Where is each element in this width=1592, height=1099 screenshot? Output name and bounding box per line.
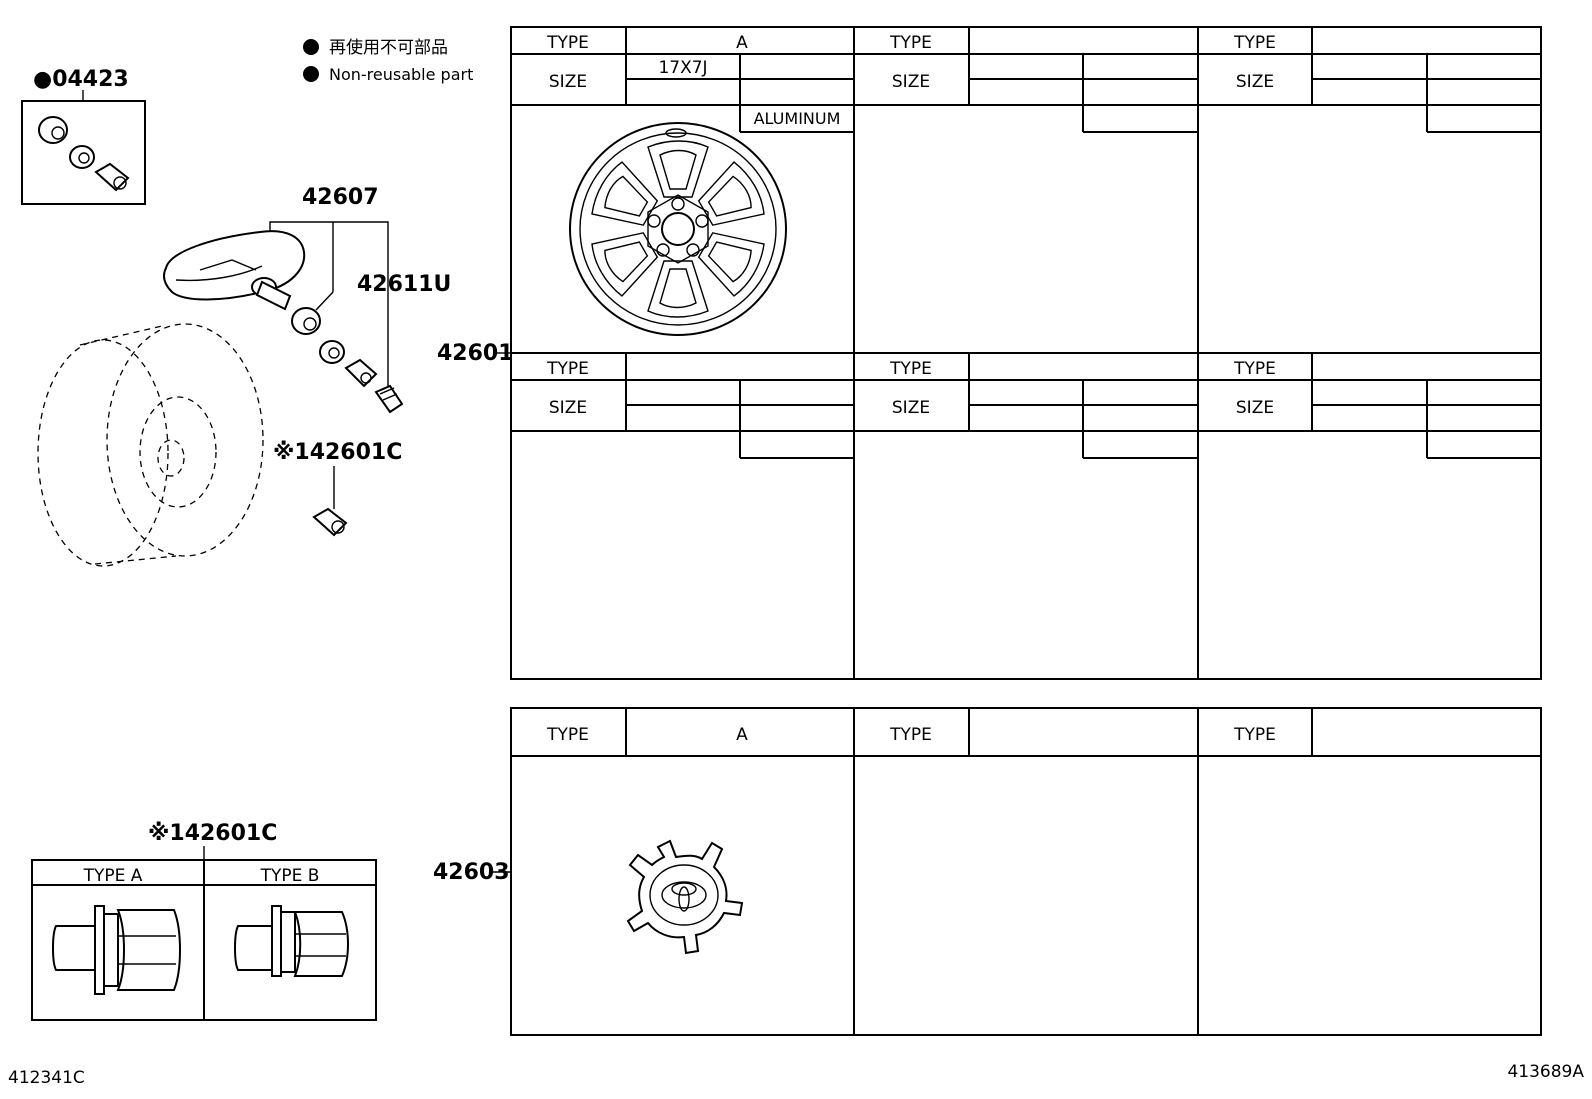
part-42607-label[interactable]: 42607 [302,185,379,210]
part-42601c-lower-label[interactable]: ※142601C [148,821,277,846]
cap-type-label: TYPE [889,725,932,745]
tpms-sensor-icon [163,230,306,311]
alloy-wheel-icon [569,122,787,336]
figure-code-left: 412341C [8,1068,85,1088]
valve-cap-icon [291,307,378,388]
cap-type-label: TYPE [546,725,589,745]
wheel-type-label: TYPE [1233,33,1276,53]
wheel-size-label: SIZE [549,398,587,418]
wheel-outline-icon [37,323,264,567]
valve-kit-parts-icon [38,116,130,192]
wheel-size-label: SIZE [892,72,930,92]
nut-type-b-icon [234,905,349,977]
wheel-size-label: SIZE [1236,72,1274,92]
part-42611u-label[interactable]: 42611U [357,272,451,297]
cap-table [510,707,1542,1036]
wheel-size-label: SIZE [892,398,930,418]
wheel-material-value: ALUMINUM [754,109,841,128]
wheel-type-label: TYPE [889,33,932,53]
wheel-table [510,26,1542,680]
cap-type-label: TYPE [1233,725,1276,745]
nut-type-a-icon [52,905,181,995]
filled-circle-icon [303,66,319,82]
wheel-size-label: SIZE [549,72,587,92]
figure-code-right: 413689A [1507,1062,1584,1082]
part-04423-label[interactable]: ●04423 [33,67,129,92]
legend-en: Non-reusable part [329,65,473,84]
cap-type-value: A [736,725,748,745]
wheel-size-label: SIZE [1236,398,1274,418]
nut-type-b-label: TYPE B [260,866,320,886]
valve-core-icon [374,384,404,414]
wheel-type-label: TYPE [1233,359,1276,379]
wheel-type-label: TYPE [546,359,589,379]
nut-type-table [31,859,377,1021]
filled-circle-icon [303,39,319,55]
wheel-type-label: TYPE [546,33,589,53]
toyota-center-cap-icon [626,839,744,955]
nut-type-a-label: TYPE A [83,866,143,886]
wheel-type-label: TYPE [889,359,932,379]
wheel-size-value: 17X7J [658,58,707,78]
part-42601c-upper-label[interactable]: ※142601C [273,440,402,465]
kit-04423-box [21,100,146,205]
wheel-type-value: A [736,33,748,53]
legend-jp: 再使用不可部品 [329,37,448,58]
hub-nut-icon [312,507,348,537]
